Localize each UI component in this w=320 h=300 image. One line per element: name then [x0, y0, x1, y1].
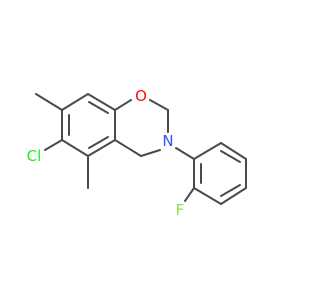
bond-c4-c4a — [114, 139, 142, 157]
bond-c7-methyl — [35, 93, 63, 111]
bond-p4-p5-inner — [220, 184, 241, 197]
bond-p5-p6 — [193, 187, 222, 205]
bond-c6-c5 — [61, 139, 89, 157]
molecule-structure: O N Cl F — [27, 87, 247, 219]
nitrogen-atom-label: N — [162, 132, 173, 150]
bond-n-c4 — [140, 149, 161, 157]
bond-c5-c4a-inner — [88, 136, 109, 149]
bond-p4-p5 — [220, 187, 247, 205]
substituents — [35, 93, 89, 189]
bond-p6-f — [184, 187, 195, 202]
bond-p1-p2 — [193, 142, 222, 160]
bond-o-c2 — [149, 99, 169, 111]
chlorine-atom-label: Cl — [27, 147, 42, 165]
oxazine-ring — [114, 99, 169, 157]
fused-benzene-ring — [61, 93, 116, 157]
bond-c8a-o — [114, 99, 132, 111]
bond-c8a-c8-inner — [88, 101, 109, 114]
fluorine-atom-label: F — [176, 201, 185, 219]
oxygen-atom-label: O — [135, 87, 147, 105]
bond-c8a-c8 — [87, 93, 116, 111]
bond-n-aryl — [175, 147, 195, 160]
structure-canvas: O N Cl F — [26, 87, 247, 219]
bond-c8-c7 — [61, 93, 89, 111]
fluorophenyl-ring — [184, 142, 247, 205]
bond-c6-cl — [44, 139, 63, 151]
bond-p2-p3 — [220, 142, 247, 160]
bond-c5-c4a — [87, 139, 116, 157]
bond-p2-p3-inner — [220, 150, 241, 163]
